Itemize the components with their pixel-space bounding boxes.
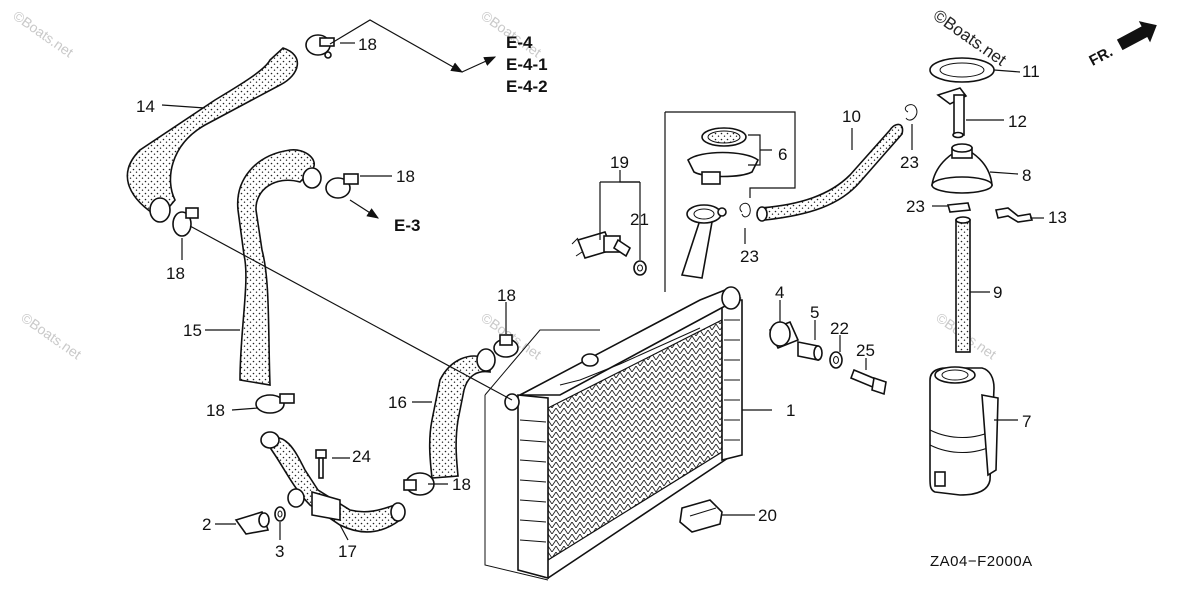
reserve-tank-cap-8[interactable]: [931, 143, 993, 194]
callout-17[interactable]: 17: [338, 542, 357, 561]
ref-e3[interactable]: E-3: [394, 216, 420, 235]
drain-bolt-24[interactable]: [315, 449, 327, 479]
callout-24[interactable]: 24: [352, 447, 371, 466]
callout-6[interactable]: 6: [778, 145, 787, 164]
radiator[interactable]: [484, 204, 743, 581]
hose-upper-14[interactable]: [126, 47, 299, 223]
callout-18[interactable]: 18: [166, 264, 185, 283]
callout-4[interactable]: 4: [775, 283, 784, 302]
drain-plug-2[interactable]: [234, 511, 270, 535]
ref-e4-2[interactable]: E-4-2: [506, 77, 548, 96]
callout-1[interactable]: 1: [786, 401, 795, 420]
diagram-code: ZA04−F2000A: [930, 553, 1033, 570]
callout-5[interactable]: 5: [810, 303, 819, 322]
hose-clamp-18[interactable]: [172, 207, 199, 237]
callout-23[interactable]: 23: [906, 197, 925, 216]
callout-19[interactable]: 19: [610, 153, 629, 172]
callout-11[interactable]: 11: [1022, 62, 1040, 81]
reserve-tank-7[interactable]: [929, 366, 999, 496]
hose-16[interactable]: [428, 348, 496, 479]
hose-clip-23[interactable]: [739, 202, 751, 218]
ref-e4[interactable]: E-4: [506, 33, 533, 52]
callout-23[interactable]: 23: [900, 153, 919, 172]
hose-clamp-18[interactable]: [325, 173, 359, 199]
callout-15[interactable]: 15: [183, 321, 202, 340]
hose-clamp-18[interactable]: [493, 334, 519, 358]
water-pipe-17[interactable]: [260, 431, 406, 533]
tank-bracket-13[interactable]: [995, 207, 1034, 223]
overflow-tube-10[interactable]: [756, 123, 904, 222]
leader-lines: [161, 19, 1044, 541]
callout-2[interactable]: 2: [202, 515, 211, 534]
callout-13[interactable]: 13: [1048, 208, 1067, 227]
callout-18[interactable]: 18: [358, 35, 377, 54]
hose-clip-23[interactable]: [904, 104, 918, 121]
washer-22[interactable]: [829, 351, 843, 369]
hose-15[interactable]: [236, 149, 322, 386]
callout-10[interactable]: 10: [842, 107, 861, 126]
hose-clamp-18[interactable]: [255, 393, 295, 414]
callout-9[interactable]: 9: [993, 283, 1002, 302]
callout-7[interactable]: 7: [1022, 412, 1031, 431]
elbow-fitting-12[interactable]: [936, 87, 968, 139]
thermo-switch-19[interactable]: [571, 231, 632, 259]
callout-8[interactable]: 8: [1022, 166, 1031, 185]
callout-14[interactable]: 14: [136, 97, 155, 116]
reserve-tank-cap-gasket-11[interactable]: [929, 57, 995, 83]
callout-23[interactable]: 23: [740, 247, 759, 266]
fr-label: FR.: [1086, 43, 1115, 69]
washer-21[interactable]: [633, 260, 647, 276]
callout-18[interactable]: 18: [396, 167, 415, 186]
cushion-4[interactable]: [768, 320, 800, 350]
front-arrow-icon: [1116, 21, 1157, 51]
washer-3[interactable]: [274, 506, 286, 522]
watermark-text: ©Boats.net: [10, 7, 76, 60]
callout-18[interactable]: 18: [497, 286, 516, 305]
callout-18[interactable]: 18: [206, 401, 225, 420]
ref-e4-1[interactable]: E-4-1: [506, 55, 548, 74]
tube-9[interactable]: [955, 216, 971, 353]
callout-12[interactable]: 12: [1008, 112, 1027, 131]
watermark-text: ©Boats.net: [18, 309, 84, 362]
mount-rubber-20[interactable]: [679, 499, 723, 533]
callouts: 1 2 3 4 5 6 7 8 9 10 11 12 13 14 15 16 1…: [136, 35, 1067, 561]
hose-clip-23[interactable]: [946, 202, 972, 213]
hose-clamp-18[interactable]: [305, 34, 335, 59]
callout-18[interactable]: 18: [452, 475, 471, 494]
callout-25[interactable]: 25: [856, 341, 875, 360]
callout-21[interactable]: 21: [630, 210, 649, 229]
callout-3[interactable]: 3: [275, 542, 284, 561]
callout-16[interactable]: 16: [388, 393, 407, 412]
flange-bolt-25[interactable]: [849, 368, 887, 396]
section-references: E-4 E-4-1 E-4-2 E-3: [394, 33, 548, 235]
radiator-cap-6[interactable]: [687, 127, 760, 185]
front-direction-indicator: FR.: [1086, 21, 1157, 70]
callout-22[interactable]: 22: [830, 319, 849, 338]
callout-20[interactable]: 20: [758, 506, 777, 525]
collar-5[interactable]: [797, 341, 823, 361]
